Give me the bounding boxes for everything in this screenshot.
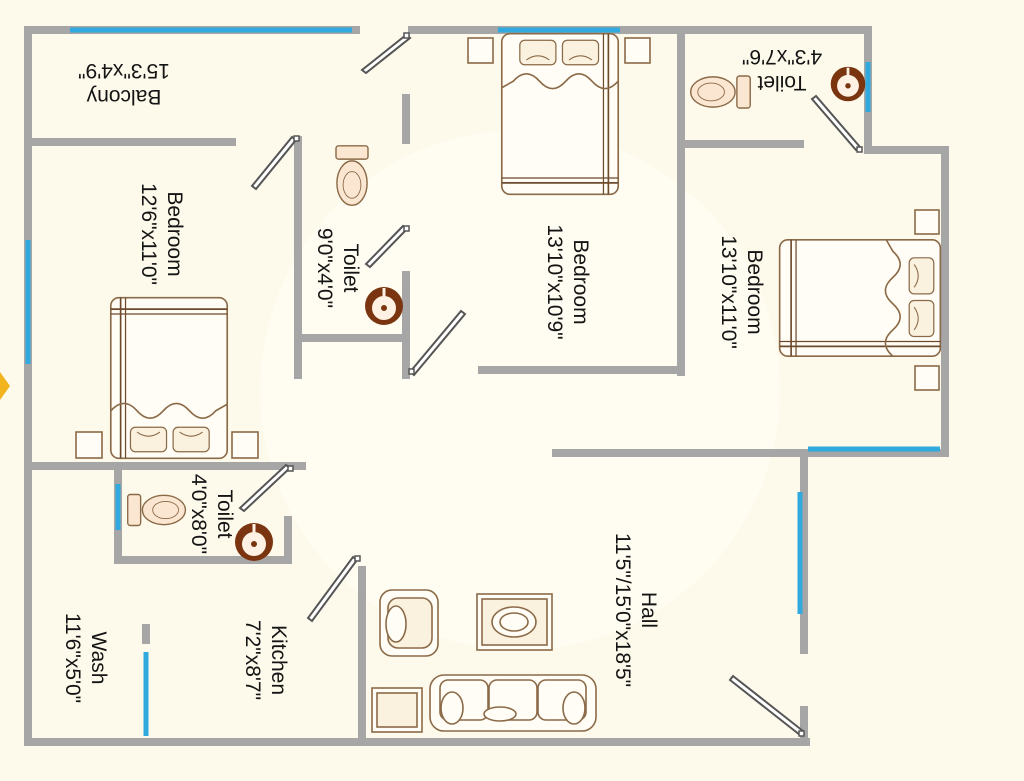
sofa xyxy=(429,674,597,732)
label-kitchen: Kitchen 7'2"x8'7" xyxy=(241,620,290,700)
label-toilet-master: Toilet 4'3"x7'6" xyxy=(742,45,822,94)
bed-bedroom-2 xyxy=(501,33,619,195)
room-size: 9'0"x4'0" xyxy=(313,228,336,308)
room-size: 11'5"/15'0"x18'5" xyxy=(611,533,634,687)
toilet-icon xyxy=(690,76,751,108)
nightstand xyxy=(231,431,259,459)
label-toilet-3: Toilet 4'0"x8'0" xyxy=(187,474,236,554)
room-size: 7'2"x8'7" xyxy=(241,620,264,700)
nightstand xyxy=(914,365,940,391)
door-balcony xyxy=(360,33,412,75)
nightstand xyxy=(467,37,494,64)
room-name: Bedroom xyxy=(569,239,592,324)
label-toilet-2: Toilet 9'0"x4'0" xyxy=(313,228,362,308)
room-name: Wash xyxy=(87,632,110,685)
wash-basin-icon xyxy=(830,66,866,102)
furniture xyxy=(75,33,941,733)
room-name: Toilet xyxy=(757,71,806,94)
label-wash: Wash 11'6"x5'0" xyxy=(61,613,110,703)
watermark-glow xyxy=(260,130,780,650)
bed-bedroom-1 xyxy=(110,297,228,459)
room-size: 13'10"x10'9" xyxy=(543,224,566,339)
label-balcony: Balcony 15'3"x4'9" xyxy=(78,59,170,108)
door-toilet-master xyxy=(810,94,862,152)
door-toilet-2 xyxy=(250,135,298,191)
room-name: Balcony xyxy=(86,85,161,108)
arrow-marker-icon xyxy=(0,372,10,400)
windows xyxy=(25,27,940,736)
nightstand xyxy=(914,209,940,235)
doors xyxy=(238,33,862,737)
nightstand xyxy=(75,431,103,459)
label-bedroom-2: Bedroom 13'10"x10'9" xyxy=(543,224,592,339)
room-size: 13'10"x11'0" xyxy=(717,235,740,349)
toilet-icon xyxy=(336,145,368,206)
room-size: 12'6"x11'0" xyxy=(137,183,160,285)
label-bedroom-1: Bedroom 12'6"x11'0" xyxy=(137,183,186,285)
toilet-icon xyxy=(127,494,186,526)
room-size: 4'0"x8'0" xyxy=(187,474,210,554)
center-table xyxy=(476,593,553,651)
armchair xyxy=(379,589,439,657)
room-name: Bedroom xyxy=(743,249,766,334)
room-name: Toilet xyxy=(213,489,236,538)
nightstand xyxy=(624,37,651,64)
room-size: 15'3"x4'9" xyxy=(78,59,170,82)
side-table xyxy=(371,687,423,733)
room-name: Hall xyxy=(637,592,660,628)
room-name: Kitchen xyxy=(267,625,290,695)
room-size: 4'3"x7'6" xyxy=(742,45,822,68)
door-main xyxy=(728,674,805,737)
label-hall: Hall 11'5"/15'0"x18'5" xyxy=(611,533,660,687)
label-bedroom-3: Bedroom 13'10"x11'0" xyxy=(717,235,766,349)
room-labels: Balcony 15'3"x4'9" Toilet 4'3"x7'6" Bedr… xyxy=(61,45,822,703)
wash-basin-icon xyxy=(365,287,403,325)
room-name: Bedroom xyxy=(163,191,186,276)
bed-bedroom-3 xyxy=(779,239,941,357)
room-name: Toilet xyxy=(339,243,362,292)
room-size: 11'6"x5'0" xyxy=(61,613,84,703)
wash-basin-icon xyxy=(235,523,273,561)
